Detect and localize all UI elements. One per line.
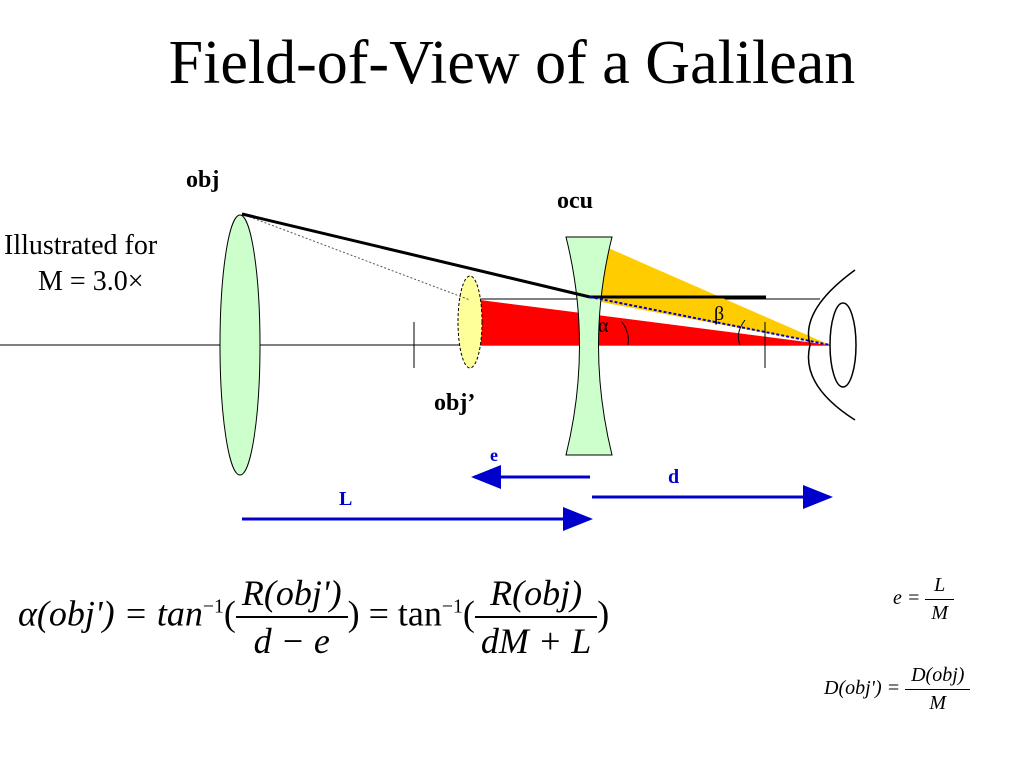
main-mid: ) = tan — [347, 593, 442, 634]
open-paren-1: ( — [223, 593, 236, 634]
D-eq-den: M — [929, 692, 947, 714]
frac1: R(obj')d − e — [235, 572, 348, 662]
e-label: e — [490, 445, 498, 465]
dotted-ray — [241, 213, 471, 301]
objective-lens — [219, 214, 261, 476]
beta-arc — [737, 319, 746, 346]
L-label: L — [339, 488, 352, 510]
open-paren-2: ( — [462, 593, 475, 634]
note-line2: M = 3.0× — [38, 266, 144, 297]
eye-pupil — [829, 302, 857, 388]
ocu-label: ocu — [557, 188, 593, 214]
blue-dotted-ray — [589, 296, 831, 346]
d-label: d — [668, 466, 679, 488]
frac2: R(obj)dM + L — [474, 572, 598, 662]
main-close: ) — [597, 593, 610, 634]
main-inv-1: −1 — [202, 595, 224, 618]
main-lhs: α(obj') = tan — [18, 593, 203, 634]
frac2-den: dM + L — [480, 621, 592, 661]
illustrated-for-note: Illustrated for M = 3.0× — [4, 230, 157, 298]
alpha-label: α — [598, 315, 609, 337]
frac1-den: d − e — [253, 621, 330, 661]
D-eq-lhs: D(obj') = — [824, 677, 901, 700]
image-lens — [457, 275, 483, 369]
red-cone — [480, 300, 830, 345]
e-eq-den: M — [931, 602, 949, 624]
D-equation: D(obj') = D(obj)M — [824, 664, 971, 715]
main-equation: α(obj') = tan−1(R(obj')d − e) = tan−1(R(… — [18, 572, 609, 662]
chief-ray — [241, 212, 591, 299]
D-eq-frac: D(obj)M — [905, 664, 971, 715]
obj-label: obj — [186, 167, 219, 193]
eyepiece-lens — [565, 236, 613, 456]
beta-label: β — [714, 303, 724, 325]
D-eq-num: D(obj) — [905, 664, 971, 690]
frac1-num: R(obj') — [235, 572, 348, 618]
frac2-num: R(obj) — [474, 572, 598, 618]
note-line1: Illustrated for — [4, 230, 158, 261]
eye-outline — [807, 269, 856, 421]
alpha-arc — [621, 321, 629, 346]
yellow-cone — [590, 240, 830, 345]
obj-prime-label: obj’ — [434, 390, 475, 416]
e-eq-num: L — [925, 574, 955, 600]
e-eq-lhs: e = — [893, 587, 921, 610]
slide-title: Field-of-View of a Galilean — [168, 29, 856, 97]
main-inv-2: −1 — [441, 595, 463, 618]
